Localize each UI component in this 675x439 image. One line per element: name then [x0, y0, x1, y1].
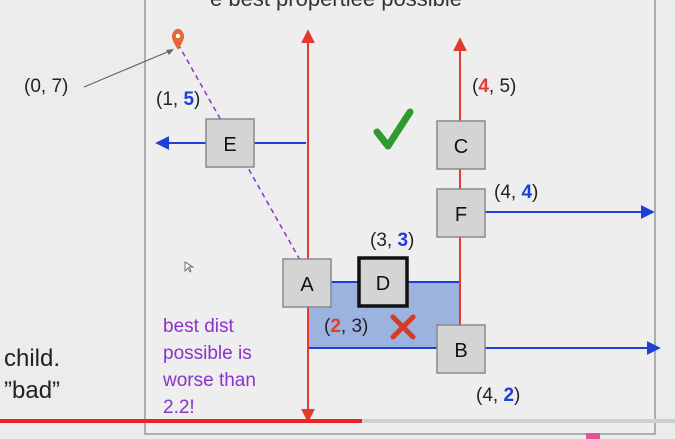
- node-d-label: D: [376, 273, 390, 295]
- coord-label-a: (2, 3): [324, 316, 368, 337]
- left-text-child: child.: [4, 345, 60, 372]
- origin-point-label: (0, 7): [24, 76, 68, 97]
- node-d: D: [357, 256, 409, 308]
- diagram-frame: [144, 0, 656, 435]
- corner-indicator: [586, 433, 600, 439]
- progress-fill: [0, 419, 362, 423]
- annotation-line-2: possible is: [163, 343, 252, 364]
- node-f: F: [436, 188, 486, 238]
- coord-label-e: (1, 5): [156, 89, 200, 110]
- origin-pointer-arrowhead: [166, 49, 174, 55]
- coord-label-c: (4, 5): [472, 76, 516, 97]
- check-mark-icon: [373, 108, 414, 150]
- header-fragment: e best propertiee possible: [210, 0, 462, 11]
- node-a-label: A: [300, 274, 314, 296]
- left-text-bad: ”bad”: [4, 377, 60, 404]
- cross-mark-icon: [390, 314, 416, 340]
- coord-label-f: (4, 4): [494, 182, 538, 203]
- node-b: B: [436, 324, 486, 374]
- node-c: C: [436, 120, 486, 170]
- mouse-cursor-icon: [184, 261, 195, 273]
- node-e-label: E: [223, 134, 236, 156]
- node-b-label: B: [454, 340, 467, 362]
- origin-pointer-line: [83, 49, 173, 88]
- node-f-label: F: [455, 204, 467, 226]
- node-a: A: [282, 258, 332, 308]
- annotation-line-4: 2.2!: [163, 397, 195, 418]
- annotation-line-1: best dist: [163, 316, 234, 337]
- node-e: E: [205, 118, 255, 168]
- node-c-label: C: [454, 136, 468, 158]
- location-pin-icon: [171, 28, 185, 50]
- annotation-line-3: worse than: [162, 370, 256, 391]
- coord-label-b: (4, 2): [476, 385, 520, 406]
- coord-label-d: (3, 3): [370, 230, 414, 251]
